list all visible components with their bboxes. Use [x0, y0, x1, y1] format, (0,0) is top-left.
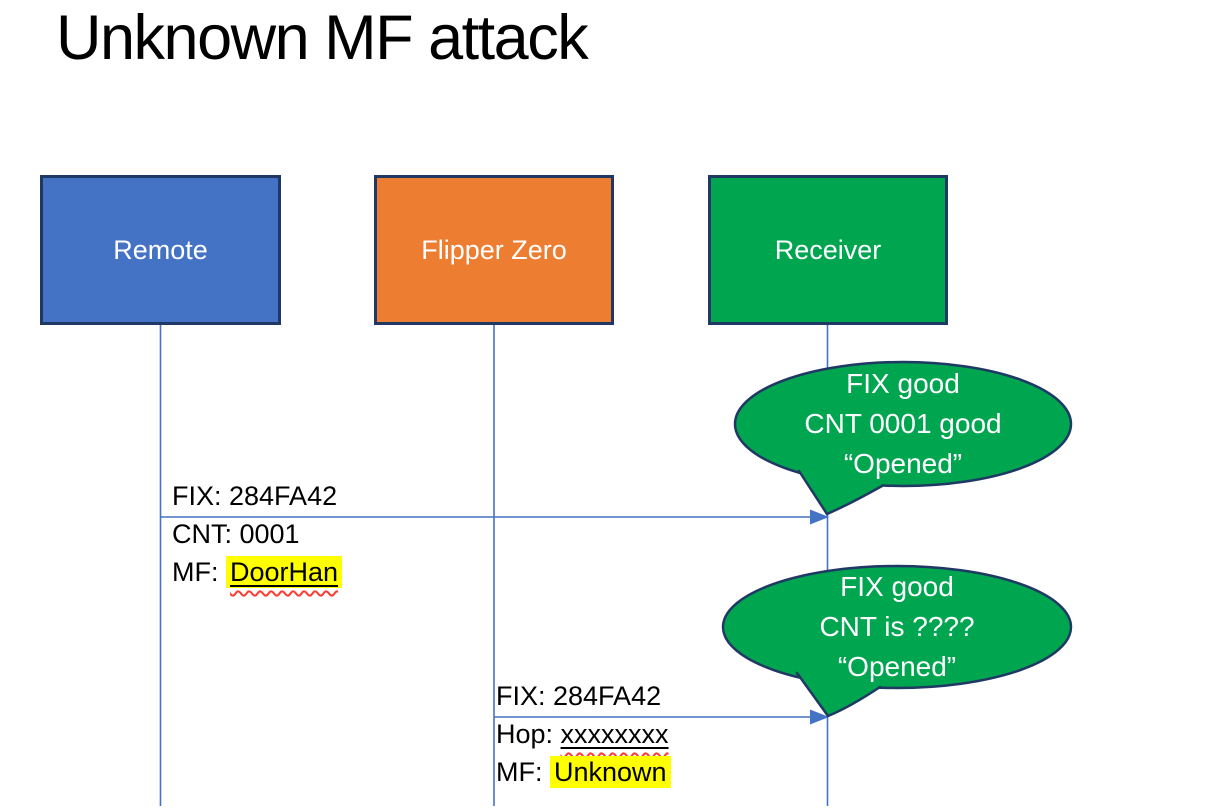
message2-misspelled-value: xxxxxxxx: [560, 719, 669, 749]
actor-label-flipper-zero: Flipper Zero: [421, 234, 567, 265]
message1-labels: FIX: 284FA42 CNT: 0001 MF: DoorHan: [172, 477, 343, 591]
message2-line3: MF: Unknown: [496, 753, 671, 791]
message2-line1: FIX: 284FA42: [496, 681, 662, 711]
bubble2-shape: [721, 564, 1073, 718]
message1-line1: FIX: 284FA42: [172, 481, 338, 511]
bubble1-line3: “Opened”: [843, 448, 963, 479]
slide-title: Unknown MF attack: [56, 3, 589, 73]
bubble2-text: FIX good CNT is ???? “Opened”: [725, 567, 1069, 687]
message1-line2: CNT: 0001: [172, 519, 300, 549]
actor-box-remote: Remote: [40, 175, 281, 325]
bubble1-shape: [733, 360, 1073, 516]
actor-label-remote: Remote: [113, 234, 208, 265]
actor-label-receiver: Receiver: [774, 234, 882, 265]
message1-highlighted-value: DoorHan: [226, 556, 343, 588]
message2-line2: Hop: xxxxxxxx: [496, 719, 669, 749]
message1-arrowhead: [810, 509, 829, 525]
bubble1-tail-fill: [799, 450, 882, 514]
message2-arrowhead: [810, 709, 829, 725]
bubble2-line1: FIX good: [840, 571, 954, 602]
message2-labels: FIX: 284FA42 Hop: xxxxxxxx MF: Unknown: [496, 677, 671, 791]
bubble1-text: FIX good CNT 0001 good “Opened”: [737, 364, 1069, 484]
message1-line3: MF: DoorHan: [172, 553, 343, 591]
actor-box-receiver: Receiver: [708, 175, 948, 325]
bubble2-tail-outline: [795, 671, 882, 718]
message2-highlighted-value: Unknown: [550, 756, 671, 788]
bubble2-line2: CNT is ????: [819, 611, 975, 642]
bubble1-tail-outline: [797, 469, 884, 516]
actor-box-flipper-zero: Flipper Zero: [374, 175, 614, 325]
bubble1-line2: CNT 0001 good: [804, 408, 1002, 439]
bubble1-line1: FIX good: [846, 368, 960, 399]
bubble2-line3: “Opened”: [837, 651, 957, 682]
